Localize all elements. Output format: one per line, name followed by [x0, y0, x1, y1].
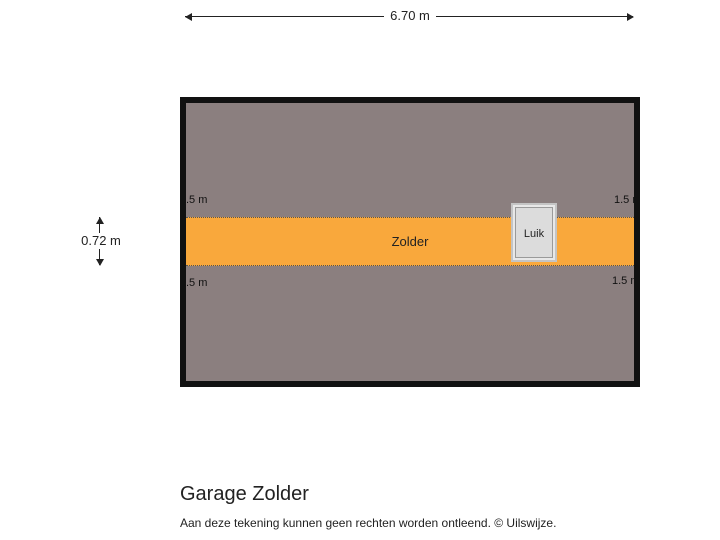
height-mark-bottom-right: 1.5 m — [612, 275, 634, 287]
floorplan-title: Garage Zolder — [180, 483, 309, 505]
width-dimension-arrow-left — [185, 13, 192, 21]
width-dimension-arrow-right — [627, 13, 634, 21]
room-depth-label: 0.72 m — [74, 233, 128, 249]
room-zolder — [186, 217, 634, 266]
disclaimer-text: Aan deze tekening kunnen geen rechten wo… — [180, 516, 557, 530]
room-depth-arrow-down — [96, 259, 104, 266]
hatch-panel — [515, 207, 553, 258]
width-dimension-label: 6.70 m — [384, 8, 436, 24]
room-depth-arrow-up — [96, 217, 104, 224]
room-label: Zolder — [391, 234, 429, 249]
hatch-label: Luik — [523, 228, 545, 240]
height-mark-top-right: 1.5 m — [614, 194, 634, 206]
height-mark-top-left: .5 m — [186, 194, 208, 206]
height-mark-bottom-left: .5 m — [186, 277, 208, 289]
